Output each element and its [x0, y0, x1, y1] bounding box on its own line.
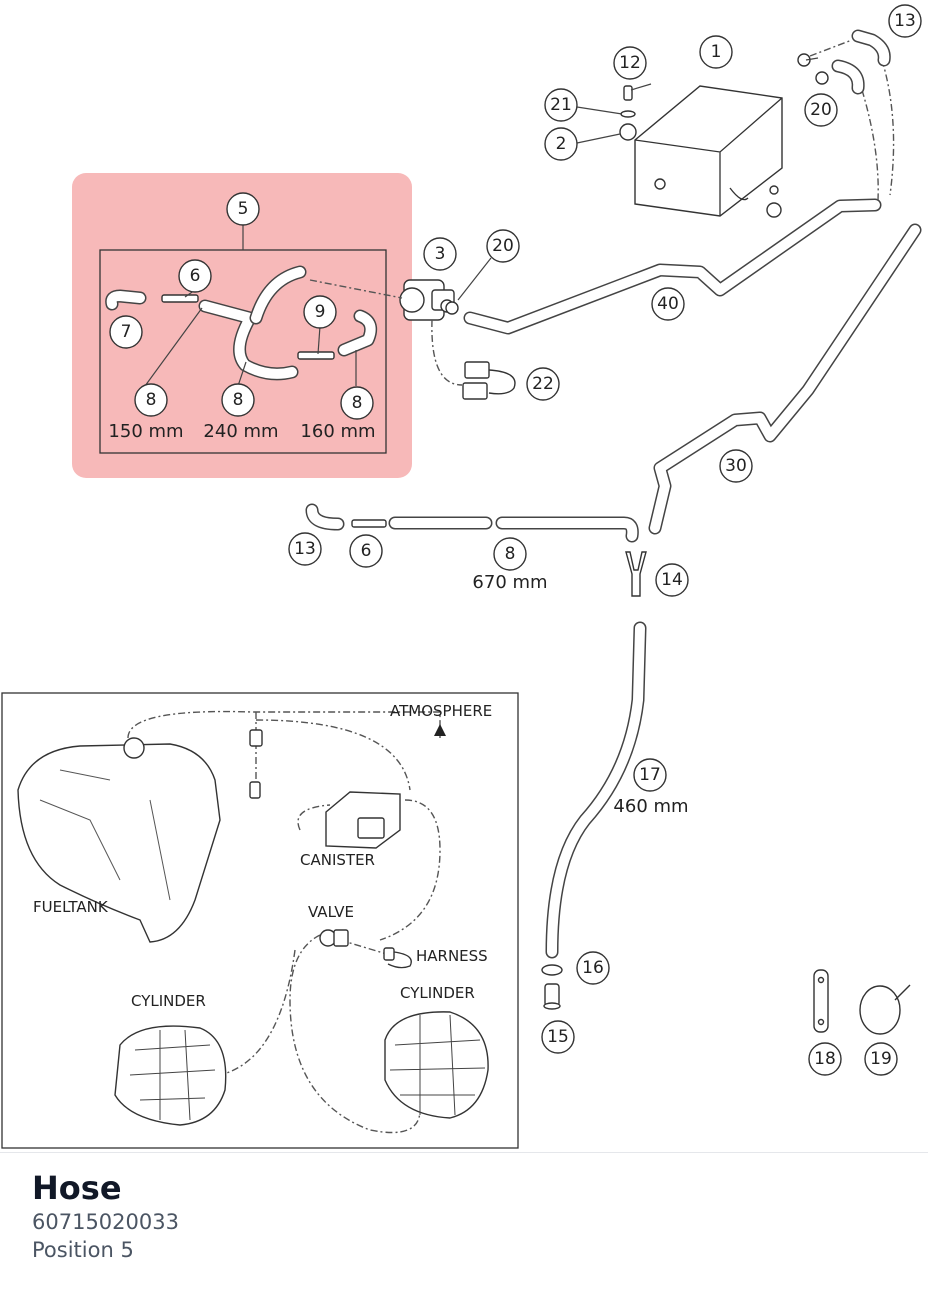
callout-6[interactable]: 6 — [178, 259, 212, 293]
callout-18[interactable]: 18 — [808, 1042, 842, 1076]
callout-1[interactable]: 1 — [699, 35, 733, 69]
strap-18 — [813, 969, 829, 1033]
svg-text:40: 40 — [657, 294, 679, 314]
callout-13-bottom[interactable]: 13 — [288, 532, 322, 566]
callout-40[interactable]: 40 — [651, 287, 685, 321]
svg-text:30: 30 — [725, 456, 747, 476]
svg-text:20: 20 — [492, 236, 514, 256]
label-harness: HARNESS — [416, 947, 488, 965]
callout-22[interactable]: 22 — [526, 367, 560, 401]
callout-14[interactable]: 14 — [655, 563, 689, 597]
part-info: Hose 60715020033 Position 5 — [32, 1168, 179, 1264]
measure-670: 670 mm — [472, 572, 547, 593]
callout-17[interactable]: 17 — [633, 758, 667, 792]
callout-8-670[interactable]: 8 — [493, 537, 527, 571]
svg-text:8: 8 — [146, 390, 157, 410]
clamp-20-top — [797, 39, 853, 85]
svg-text:15: 15 — [547, 1027, 569, 1047]
svg-text:8: 8 — [352, 393, 363, 413]
svg-text:16: 16 — [582, 958, 604, 978]
callout-8-160[interactable]: 8 — [340, 386, 374, 420]
svg-text:8: 8 — [505, 544, 516, 564]
measure-150: 150 mm — [108, 421, 183, 442]
callout-7[interactable]: 7 — [109, 315, 143, 349]
svg-text:20: 20 — [810, 100, 832, 120]
svg-text:13: 13 — [294, 539, 316, 559]
svg-text:6: 6 — [361, 541, 372, 561]
svg-text:19: 19 — [870, 1049, 892, 1069]
svg-text:21: 21 — [550, 95, 572, 115]
callout-8-240[interactable]: 8 — [221, 383, 255, 417]
svg-text:14: 14 — [661, 570, 683, 590]
callout-15[interactable]: 15 — [541, 1020, 575, 1054]
y-connector-14 — [625, 551, 647, 597]
svg-text:1: 1 — [711, 42, 722, 62]
part-number: 60715020033 — [32, 1210, 179, 1234]
measure-460: 460 mm — [613, 796, 688, 817]
svg-text:9: 9 — [315, 302, 326, 322]
label-valve: VALVE — [308, 903, 354, 921]
hose-5-parts — [105, 265, 378, 387]
filter-15-16 — [541, 964, 563, 1010]
svg-text:3: 3 — [435, 244, 446, 264]
label-cylinder-right: CYLINDER — [400, 984, 475, 1002]
callout-9[interactable]: 9 — [303, 295, 337, 329]
measure-160: 160 mm — [300, 421, 375, 442]
part-position: Position 5 — [32, 1238, 134, 1262]
cable-tie-19 — [859, 984, 911, 1035]
valve-3 — [399, 279, 455, 321]
connector-22 — [462, 361, 516, 400]
svg-text:17: 17 — [639, 765, 661, 785]
measure-240: 240 mm — [203, 421, 278, 442]
svg-text:22: 22 — [532, 374, 554, 394]
callout-16[interactable]: 16 — [576, 951, 610, 985]
label-atmosphere: ATMOSPHERE — [390, 702, 492, 720]
callout-12[interactable]: 12 — [613, 46, 647, 80]
callout-8-150[interactable]: 8 — [134, 383, 168, 417]
callout-5[interactable]: 5 — [226, 192, 260, 226]
callout-3[interactable]: 3 — [423, 237, 457, 271]
svg-text:5: 5 — [238, 199, 249, 219]
svg-text:8: 8 — [233, 390, 244, 410]
callout-20-top[interactable]: 20 — [804, 93, 838, 127]
callout-21[interactable]: 21 — [544, 88, 578, 122]
callout-6-bottom[interactable]: 6 — [349, 534, 383, 568]
label-canister: CANISTER — [300, 851, 375, 869]
part-name: Hose — [32, 1169, 122, 1207]
callout-30[interactable]: 30 — [719, 449, 753, 483]
callout-13-top[interactable]: 13 — [888, 4, 922, 38]
svg-text:13: 13 — [894, 11, 916, 31]
svg-text:2: 2 — [556, 134, 567, 154]
callout-20-valve[interactable]: 20 — [486, 229, 520, 263]
callout-19[interactable]: 19 — [864, 1042, 898, 1076]
label-cylinder-left: CYLINDER — [131, 992, 206, 1010]
flow-schematic — [17, 710, 489, 1134]
footer-divider — [0, 1152, 928, 1153]
callout-2[interactable]: 2 — [544, 127, 578, 161]
parts-diagram: ATMOSPHERE CANISTER FUELTANK VALVE HARNE… — [1, 4, 922, 1149]
svg-text:12: 12 — [619, 53, 641, 73]
svg-text:6: 6 — [190, 266, 201, 286]
svg-text:7: 7 — [121, 322, 132, 342]
canister-1 — [619, 83, 783, 218]
label-fueltank: FUELTANK — [33, 898, 109, 916]
svg-text:18: 18 — [814, 1049, 836, 1069]
